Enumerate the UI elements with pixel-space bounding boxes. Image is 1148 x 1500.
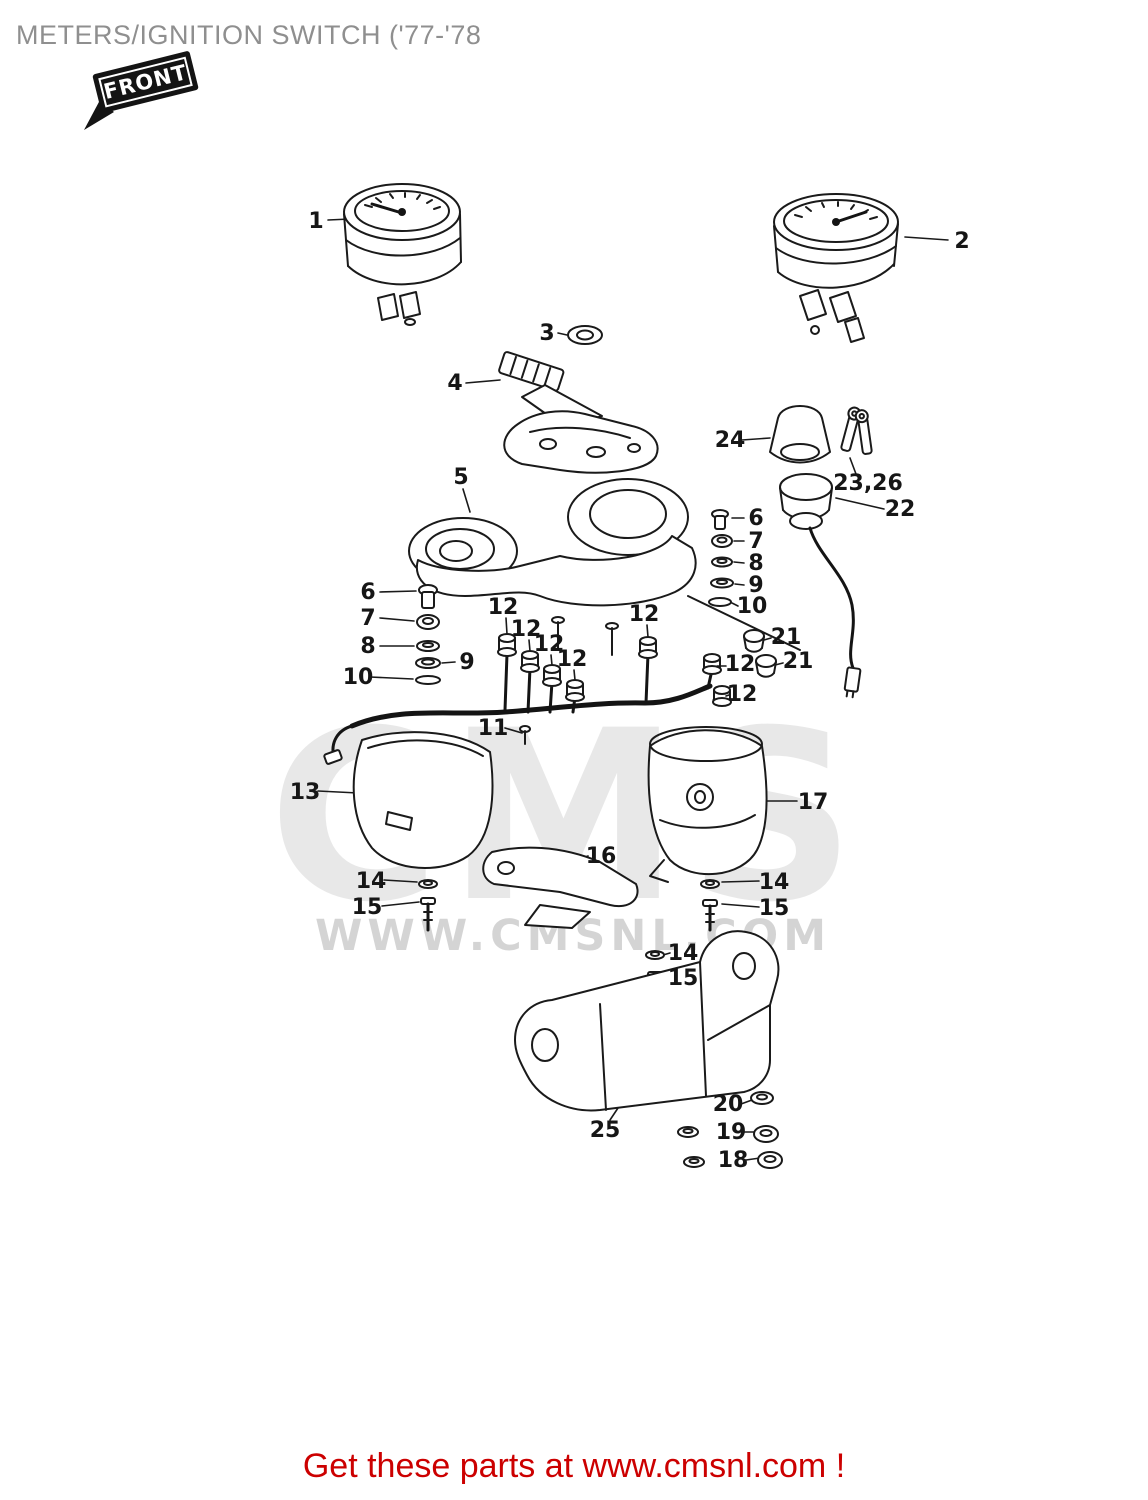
callout-7R: 7: [748, 529, 763, 554]
callout-14R: 14: [759, 870, 790, 895]
callout-6L: 6: [360, 580, 375, 605]
leader-lines: [317, 218, 949, 1161]
callout-23-26: 23,26: [833, 471, 903, 496]
callout-10R: 10: [737, 594, 768, 619]
speedometer-gauge: [343, 183, 462, 326]
screw-set-right: [700, 879, 720, 932]
callout-12d: 12: [557, 647, 588, 672]
bulb-12-7: [712, 685, 732, 707]
left-meter-cover: [352, 731, 494, 869]
callout-9R: 9: [748, 573, 763, 598]
callout-1: 1: [308, 209, 323, 234]
callout-17: 17: [798, 790, 829, 815]
callout-12c: 12: [534, 632, 565, 657]
callout-24: 24: [715, 428, 746, 453]
callout-5: 5: [453, 465, 468, 490]
callout-12a: 12: [488, 595, 519, 620]
callout-15L: 15: [352, 895, 383, 920]
bulb-12-6: [702, 653, 722, 675]
callout-12g: 12: [727, 682, 758, 707]
harness-screw: [519, 725, 531, 745]
left-fastener-stack: [415, 584, 441, 685]
callout-11: 11: [478, 716, 509, 741]
callout-8R: 8: [748, 551, 763, 576]
callout-6R: 6: [748, 506, 763, 531]
bottom-fasteners: [677, 1091, 783, 1169]
front-direction-tag: FRONT: [84, 51, 199, 130]
meter-nut: [567, 325, 603, 345]
callout-22: 22: [885, 497, 916, 522]
ignition-keys: [840, 406, 873, 455]
callout-labels: 1 2 3 4 24 23,26 22 5 6 7 8 9 10 6 7 8 9…: [290, 209, 970, 1173]
callout-16: 16: [586, 844, 617, 869]
callout-9L: 9: [459, 650, 474, 675]
ignition-switch-cover: [769, 405, 831, 464]
meter-bracket-arm: [482, 846, 639, 929]
callout-10L: 10: [343, 665, 374, 690]
right-meter-cover: [647, 726, 768, 883]
callout-7L: 7: [360, 606, 375, 631]
bulb-12-4: [565, 679, 585, 702]
callout-12b: 12: [511, 617, 542, 642]
bulb-12-2: [520, 650, 540, 673]
callout-13: 13: [290, 780, 321, 805]
callout-18: 18: [718, 1148, 749, 1173]
upper-meter-bracket: [498, 351, 659, 474]
footer-cta-link[interactable]: Get these parts at www.cmsnl.com !: [302, 1447, 846, 1485]
callout-15M: 15: [668, 966, 699, 991]
callout-3: 3: [539, 321, 554, 346]
rubber-cap-21b: [755, 654, 777, 678]
callout-15R: 15: [759, 896, 790, 921]
right-fastener-stack: [708, 509, 734, 607]
lower-mounting-bracket: [514, 930, 780, 1112]
callout-20: 20: [713, 1092, 744, 1117]
callout-19: 19: [716, 1120, 747, 1145]
ignition-switch: [779, 473, 862, 699]
bulb-12-3: [542, 664, 562, 687]
callout-2: 2: [954, 229, 969, 254]
callout-25: 25: [590, 1118, 621, 1143]
callout-21b: 21: [783, 649, 814, 674]
bulb-12-5: [638, 636, 658, 659]
bulb-12-1: [497, 633, 517, 657]
meter-lower-cover-plate: [408, 478, 801, 656]
callout-14M: 14: [668, 941, 699, 966]
page-title: METERS/IGNITION SWITCH ('77-'78: [16, 20, 482, 50]
bulb-socket-harness: [323, 629, 777, 765]
callout-21a: 21: [771, 625, 802, 650]
tachometer-gauge: [773, 193, 899, 343]
callout-14L: 14: [356, 869, 387, 894]
callout-8L: 8: [360, 634, 375, 659]
callout-12f: 12: [725, 652, 756, 677]
rubber-cap-21a: [743, 629, 765, 653]
screw-set-left: [418, 879, 438, 932]
callout-4: 4: [447, 371, 462, 396]
callout-12e: 12: [629, 602, 660, 627]
